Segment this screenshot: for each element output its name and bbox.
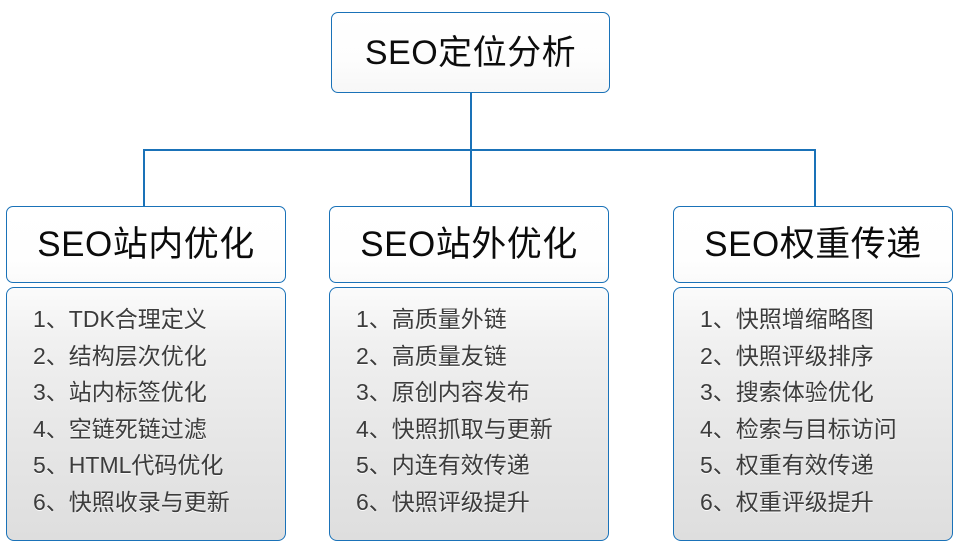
branch-header-label: SEO站内优化 [37, 225, 255, 264]
list-item: 1、TDK合理定义 [33, 306, 207, 332]
root-node-seo-positioning-analysis[interactable]: SEO定位分析 [331, 12, 610, 93]
list-item: 3、搜索体验优化 [700, 379, 874, 405]
branch-item-list: 1、TDK合理定义 2、结构层次优化 3、站内标签优化 4、空链死链过滤 5、H… [7, 301, 285, 520]
branch-item-list: 1、高质量外链 2、高质量友链 3、原创内容发布 4、快照抓取与更新 5、内连有… [330, 301, 608, 520]
connector-branch-left-vertical [143, 149, 145, 207]
branch-header-label: SEO站外优化 [360, 225, 578, 264]
branch-body-offsite: 1、高质量外链 2、高质量友链 3、原创内容发布 4、快照抓取与更新 5、内连有… [329, 287, 609, 541]
branch-column-offsite: SEO站外优化 1、高质量外链 2、高质量友链 3、原创内容发布 4、快照抓取与… [329, 206, 609, 541]
branch-header-offsite[interactable]: SEO站外优化 [329, 206, 609, 283]
connector-branch-middle-vertical [470, 149, 472, 207]
list-item: 5、HTML代码优化 [33, 452, 224, 478]
list-item: 2、高质量友链 [356, 342, 507, 369]
list-item: 6、快照评级提升 [356, 488, 530, 515]
list-item: 2、结构层次优化 [33, 342, 207, 369]
list-item: 4、快照抓取与更新 [356, 415, 553, 442]
branch-column-weight-transfer: SEO权重传递 1、快照增缩略图 2、快照评级排序 3、搜索体验优化 4、检索与… [673, 206, 953, 541]
branch-column-onsite: SEO站内优化 1、TDK合理定义 2、结构层次优化 3、站内标签优化 4、空链… [6, 206, 286, 541]
branch-header-onsite[interactable]: SEO站内优化 [6, 206, 286, 283]
list-item: 3、原创内容发布 [356, 379, 530, 405]
list-item: 5、权重有效传递 [700, 452, 874, 478]
branch-body-weight-transfer: 1、快照增缩略图 2、快照评级排序 3、搜索体验优化 4、检索与目标访问 5、权… [673, 287, 953, 541]
list-item: 3、站内标签优化 [33, 379, 207, 405]
list-item: 1、快照增缩略图 [700, 306, 874, 332]
branch-item-list: 1、快照增缩略图 2、快照评级排序 3、搜索体验优化 4、检索与目标访问 5、权… [674, 301, 952, 520]
list-item: 2、快照评级排序 [700, 342, 874, 369]
list-item: 1、高质量外链 [356, 306, 507, 332]
list-item: 5、内连有效传递 [356, 452, 530, 478]
list-item: 4、检索与目标访问 [700, 415, 897, 442]
list-item: 6、权重评级提升 [700, 488, 874, 515]
branch-header-weight-transfer[interactable]: SEO权重传递 [673, 206, 953, 283]
list-item: 6、快照收录与更新 [33, 488, 230, 515]
branch-body-onsite: 1、TDK合理定义 2、结构层次优化 3、站内标签优化 4、空链死链过滤 5、H… [6, 287, 286, 541]
branch-header-label: SEO权重传递 [704, 225, 922, 264]
list-item: 4、空链死链过滤 [33, 415, 207, 442]
connector-horizontal-bus [143, 149, 815, 151]
connector-root-vertical [470, 93, 472, 150]
root-node-label: SEO定位分析 [364, 33, 577, 72]
connector-branch-right-vertical [814, 149, 816, 207]
